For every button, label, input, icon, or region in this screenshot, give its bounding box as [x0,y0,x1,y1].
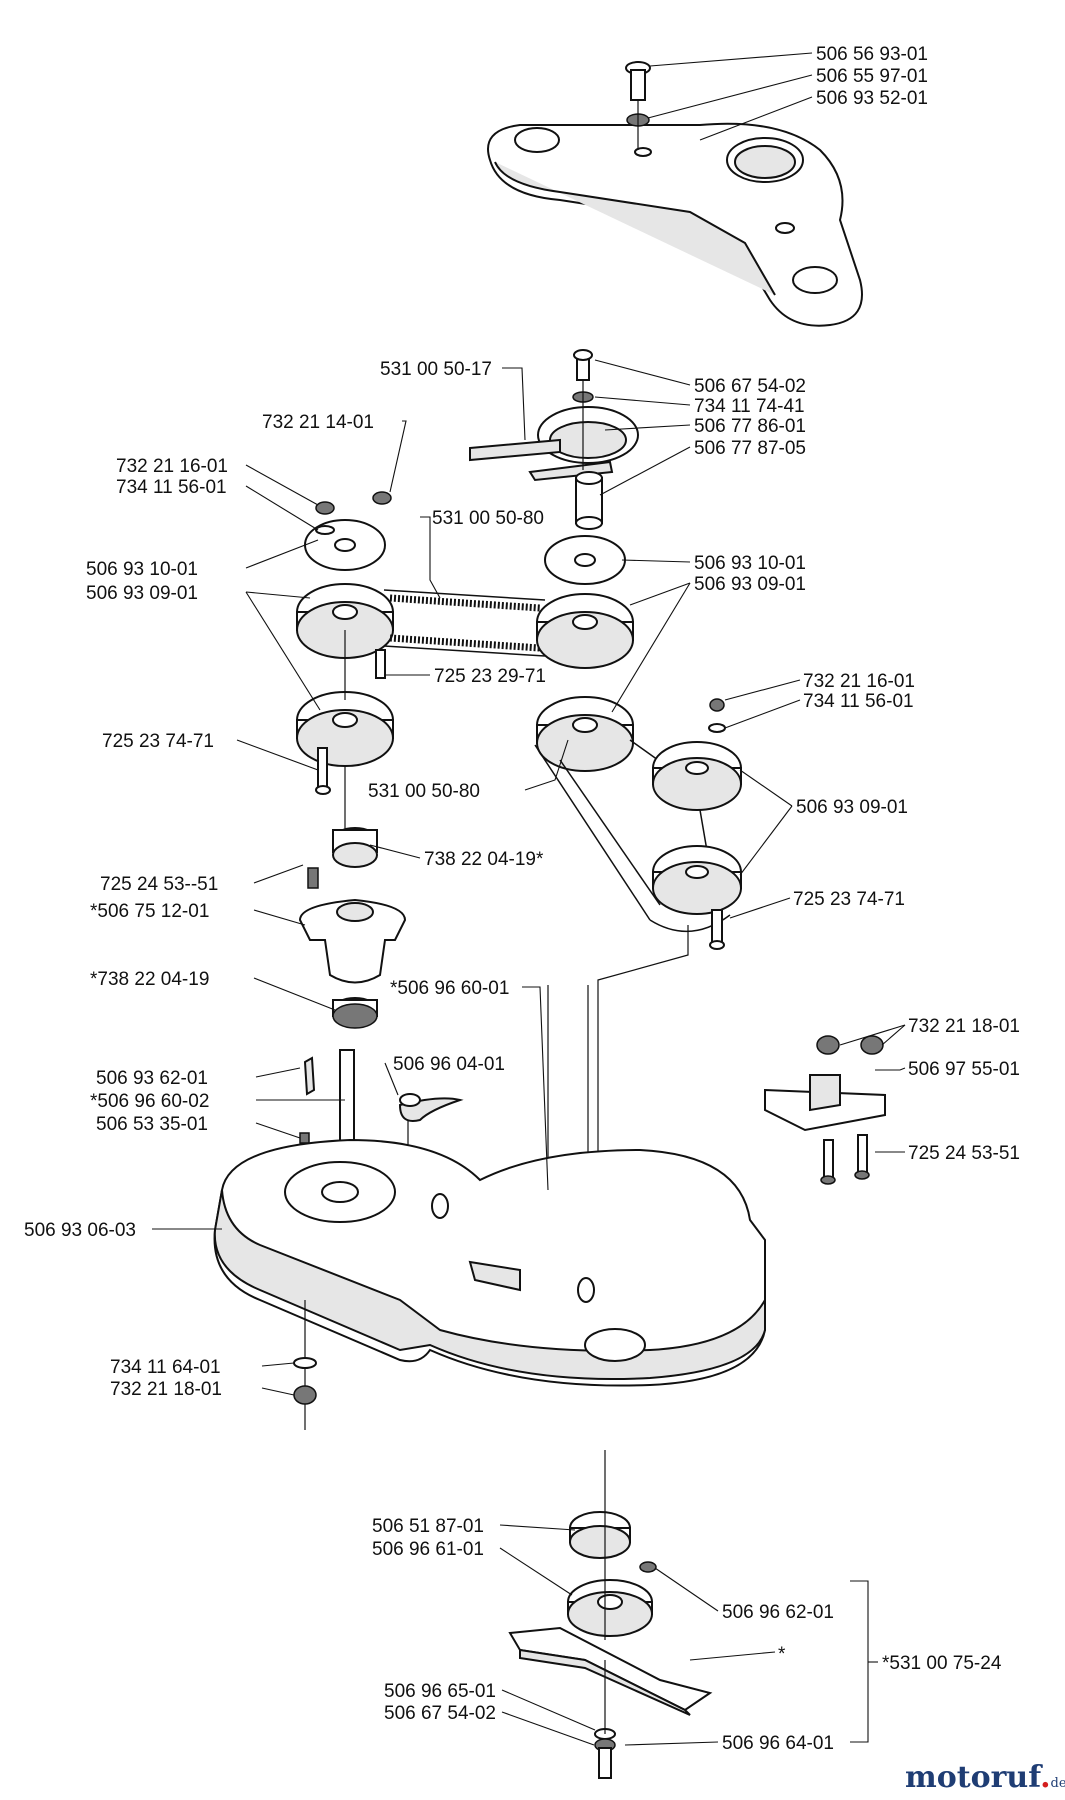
label-part-10: 732 21 16-01 [116,456,228,477]
belt-upper [383,589,546,657]
lever-part [398,1093,464,1150]
label-part-33: *506 96 60-02 [90,1091,209,1112]
mower-deck [213,1138,766,1430]
label-part-18: 732 21 16-01 [803,671,915,692]
label-part-12: 531 00 50-80 [432,508,544,529]
part-number-labels: 506 56 93-01 506 55 97-01 506 93 52-01 5… [24,44,1020,1754]
label-part-19: 734 11 56-01 [803,691,914,712]
label-part-28: *506 96 60-01 [390,978,509,999]
label-part-39: 506 51 87-01 [372,1516,484,1537]
logo-dot: . [1040,1760,1051,1795]
label-part-9: 732 21 14-01 [262,412,374,433]
label-part-43: *531 00 75-24 [882,1653,1002,1674]
top-bolt [625,61,651,150]
label-part-23: 738 22 04-19* [424,849,544,870]
label-part-37: 734 11 64-01 [110,1357,221,1378]
label-part-38: 732 21 18-01 [110,1379,222,1400]
top-cover [487,122,863,327]
motoruf-logo: motoruf.de [905,1760,1065,1795]
label-part-20: 725 23 74-71 [102,731,214,752]
right-bracket [764,1035,886,1185]
label-part-29: 732 21 18-01 [908,1016,1020,1037]
label-part-31: 506 96 04-01 [393,1054,505,1075]
leader-lines [152,52,906,1746]
label-part-11: 734 11 56-01 [116,477,227,498]
label-part-1: 506 56 93-01 [816,44,928,65]
label-part-35: 725 24 53-51 [908,1143,1020,1164]
label-part-21: 531 00 50-80 [368,781,480,802]
label-part-5: 506 67 54-02 [694,376,806,397]
label-part-44: 506 96 65-01 [384,1681,496,1702]
label-part-40: 506 96 61-01 [372,1539,484,1560]
label-part-8: 506 77 87-05 [694,438,806,459]
label-part-27: *738 22 04-19 [90,969,209,990]
logo-text: motoruf [905,1760,1041,1795]
label-part-17: 725 23 29-71 [434,666,546,687]
left-pulley-stack [296,491,394,767]
label-part-25: *506 75 12-01 [90,901,209,922]
label-part-30: 506 97 55-01 [908,1059,1020,1080]
label-part-46: 506 96 64-01 [722,1733,834,1754]
label-part-41: 506 96 62-01 [722,1602,834,1623]
logo-suffix: de [1050,1776,1065,1791]
center-pulley-stack [536,535,634,772]
label-part-45: 506 67 54-02 [384,1703,496,1724]
blade-assembly [508,1450,713,1779]
label-part-42: * [778,1644,786,1665]
label-part-2: 506 55 97-01 [816,66,928,87]
label-part-24: 725 24 53--51 [100,874,218,895]
label-part-22: 506 93 09-01 [796,797,908,818]
right-idler-pulleys [652,698,742,950]
label-part-26: 725 23 74-71 [793,889,905,910]
label-part-32: 506 93 62-01 [96,1068,208,1089]
label-part-13: 506 93 10-01 [86,559,198,580]
left-bolts [315,649,386,795]
label-part-14: 506 93 09-01 [86,583,198,604]
label-part-36: 506 93 06-03 [24,1220,136,1241]
label-part-3: 506 93 52-01 [816,88,928,109]
upper-pulley [469,349,639,530]
label-part-34: 506 53 35-01 [96,1114,208,1135]
label-part-6: 734 11 74-41 [694,396,805,417]
spindle-housing [298,766,407,1151]
label-part-15: 506 93 10-01 [694,553,806,574]
label-part-4: 531 00 50-17 [380,359,492,380]
label-part-16: 506 93 09-01 [694,574,806,595]
label-part-7: 506 77 86-01 [694,416,806,437]
